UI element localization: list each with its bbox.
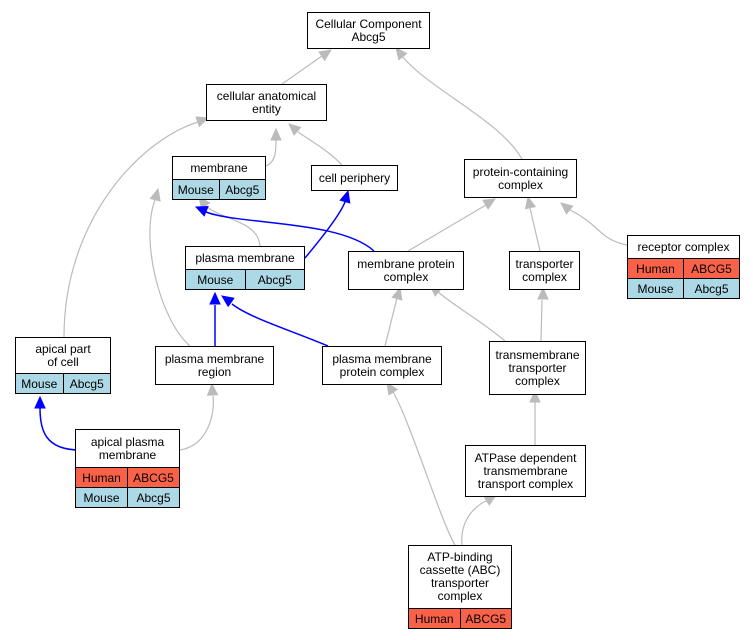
gene-cell: ABCG5 bbox=[459, 609, 512, 628]
species-cell: Mouse bbox=[83, 490, 120, 505]
gray-edge bbox=[529, 207, 541, 252]
mouse-gene-row: Mouse Abcg5 bbox=[76, 487, 179, 507]
edge-arrowhead bbox=[391, 286, 403, 301]
human-gene-row: Human ABCG5 bbox=[76, 467, 179, 487]
gray-edge bbox=[391, 389, 456, 546]
mouse-gene-row: Mouse Abcg5 bbox=[186, 269, 304, 289]
human-gene-row: Human ABCG5 bbox=[628, 258, 739, 278]
edge-arrowhead bbox=[560, 202, 574, 215]
edge-arrowhead bbox=[209, 291, 221, 305]
edge-arrowhead bbox=[206, 382, 219, 396]
edge-arrowhead bbox=[195, 116, 210, 128]
gene-cell: Abcg5 bbox=[683, 279, 739, 298]
species-cell: Human bbox=[82, 470, 121, 485]
edge-arrowhead bbox=[221, 295, 235, 308]
node-label: plasma membrane bbox=[195, 250, 295, 265]
node-label: transporter complex bbox=[515, 256, 574, 284]
node-label: plasma membrane protein complex bbox=[332, 351, 432, 379]
node-transmembrane-transporter-complex[interactable]: transmembrane transporter complex bbox=[489, 341, 586, 395]
node-label: cell periphery bbox=[318, 170, 391, 185]
edge-arrowhead bbox=[386, 381, 399, 396]
node-label: plasma membrane region bbox=[164, 351, 265, 379]
species-cell: Mouse bbox=[197, 272, 234, 287]
gray-edge bbox=[407, 204, 487, 252]
node-label: ATPase dependent transmembrane transport… bbox=[474, 450, 577, 491]
gene-cell: Abcg5 bbox=[218, 180, 266, 199]
node-plasma-membrane-protein-complex[interactable]: plasma membrane protein complex bbox=[322, 346, 442, 385]
node-membrane-protein-complex[interactable]: membrane protein complex bbox=[348, 251, 464, 290]
gene-cell: Abcg5 bbox=[244, 270, 305, 289]
gray-edge bbox=[179, 395, 214, 451]
edge-arrowhead bbox=[524, 195, 537, 210]
gene-cell: Abcg5 bbox=[127, 488, 179, 507]
node-cellular-anatomical-entity[interactable]: cellular anatomical entity bbox=[206, 84, 327, 121]
node-label: membrane bbox=[190, 160, 248, 175]
node-label: Cellular Component Abcg5 bbox=[315, 16, 422, 44]
human-gene-row: Human ABCG5 bbox=[409, 608, 511, 628]
gray-edge bbox=[569, 209, 628, 246]
edge-arrowhead bbox=[537, 286, 549, 300]
node-label: apical plasma membrane bbox=[90, 434, 165, 462]
node-label: transmembrane transporter complex bbox=[495, 347, 580, 388]
gene-cell: ABCG5 bbox=[127, 468, 179, 487]
node-cell-periphery[interactable]: cell periphery bbox=[311, 165, 398, 191]
blue-edge bbox=[231, 303, 329, 347]
mouse-gene-row: Mouse Abcg5 bbox=[16, 373, 110, 393]
edge-arrowhead bbox=[395, 47, 408, 61]
gray-edge bbox=[281, 55, 323, 85]
gray-edge bbox=[63, 121, 199, 338]
node-label: cellular anatomical entity bbox=[216, 88, 317, 116]
gray-edge bbox=[401, 55, 523, 160]
gray-edge bbox=[384, 297, 398, 347]
gray-edge bbox=[204, 204, 261, 247]
node-label: membrane protein complex bbox=[357, 256, 455, 284]
species-cell: Mouse bbox=[637, 281, 674, 296]
gray-edge bbox=[461, 499, 489, 546]
edge-arrowhead bbox=[288, 123, 302, 136]
edge-arrowhead bbox=[149, 187, 161, 202]
edge-arrowhead bbox=[318, 49, 333, 62]
node-transporter-complex[interactable]: transporter complex bbox=[509, 251, 580, 290]
blue-edge bbox=[39, 407, 81, 451]
node-label: apical part of cell bbox=[35, 341, 91, 369]
edge-arrowhead bbox=[194, 206, 209, 217]
mouse-gene-row: Mouse Abcg5 bbox=[173, 179, 265, 199]
gene-cell: ABCG5 bbox=[683, 259, 739, 278]
species-cell: Mouse bbox=[177, 182, 214, 197]
mouse-gene-row: Mouse Abcg5 bbox=[628, 278, 739, 298]
blue-edge bbox=[304, 201, 346, 259]
gray-edge bbox=[149, 199, 191, 347]
species-cell: Human bbox=[636, 261, 675, 276]
node-abc-transporter-complex[interactable]: ATP-binding cassette (ABC) transporter c… bbox=[408, 545, 512, 629]
node-label: protein-containing complex bbox=[472, 164, 569, 192]
gray-edge bbox=[437, 291, 506, 342]
node-atpase-dependent[interactable]: ATPase dependent transmembrane transport… bbox=[465, 445, 586, 497]
gray-edge bbox=[265, 139, 277, 167]
edge-arrowhead bbox=[482, 198, 497, 210]
edge-arrowhead bbox=[34, 395, 46, 409]
species-cell: Mouse bbox=[21, 376, 58, 391]
species-cell: Human bbox=[414, 611, 454, 626]
node-label: ATP-binding cassette (ABC) transporter c… bbox=[419, 550, 501, 603]
gene-cell: Abcg5 bbox=[62, 374, 111, 393]
node-plasma-membrane-region[interactable]: plasma membrane region bbox=[155, 346, 274, 385]
edge-arrowhead bbox=[339, 189, 351, 204]
gray-edge bbox=[297, 131, 343, 166]
gray-edge bbox=[540, 299, 543, 342]
edge-arrowhead bbox=[529, 389, 541, 403]
node-protein-containing-complex[interactable]: protein-containing complex bbox=[464, 159, 577, 198]
node-label: receptor complex bbox=[637, 239, 730, 254]
edge-arrowhead bbox=[270, 127, 282, 141]
node-cellular-component[interactable]: Cellular Component Abcg5 bbox=[307, 12, 430, 49]
blue-edge bbox=[205, 211, 375, 252]
